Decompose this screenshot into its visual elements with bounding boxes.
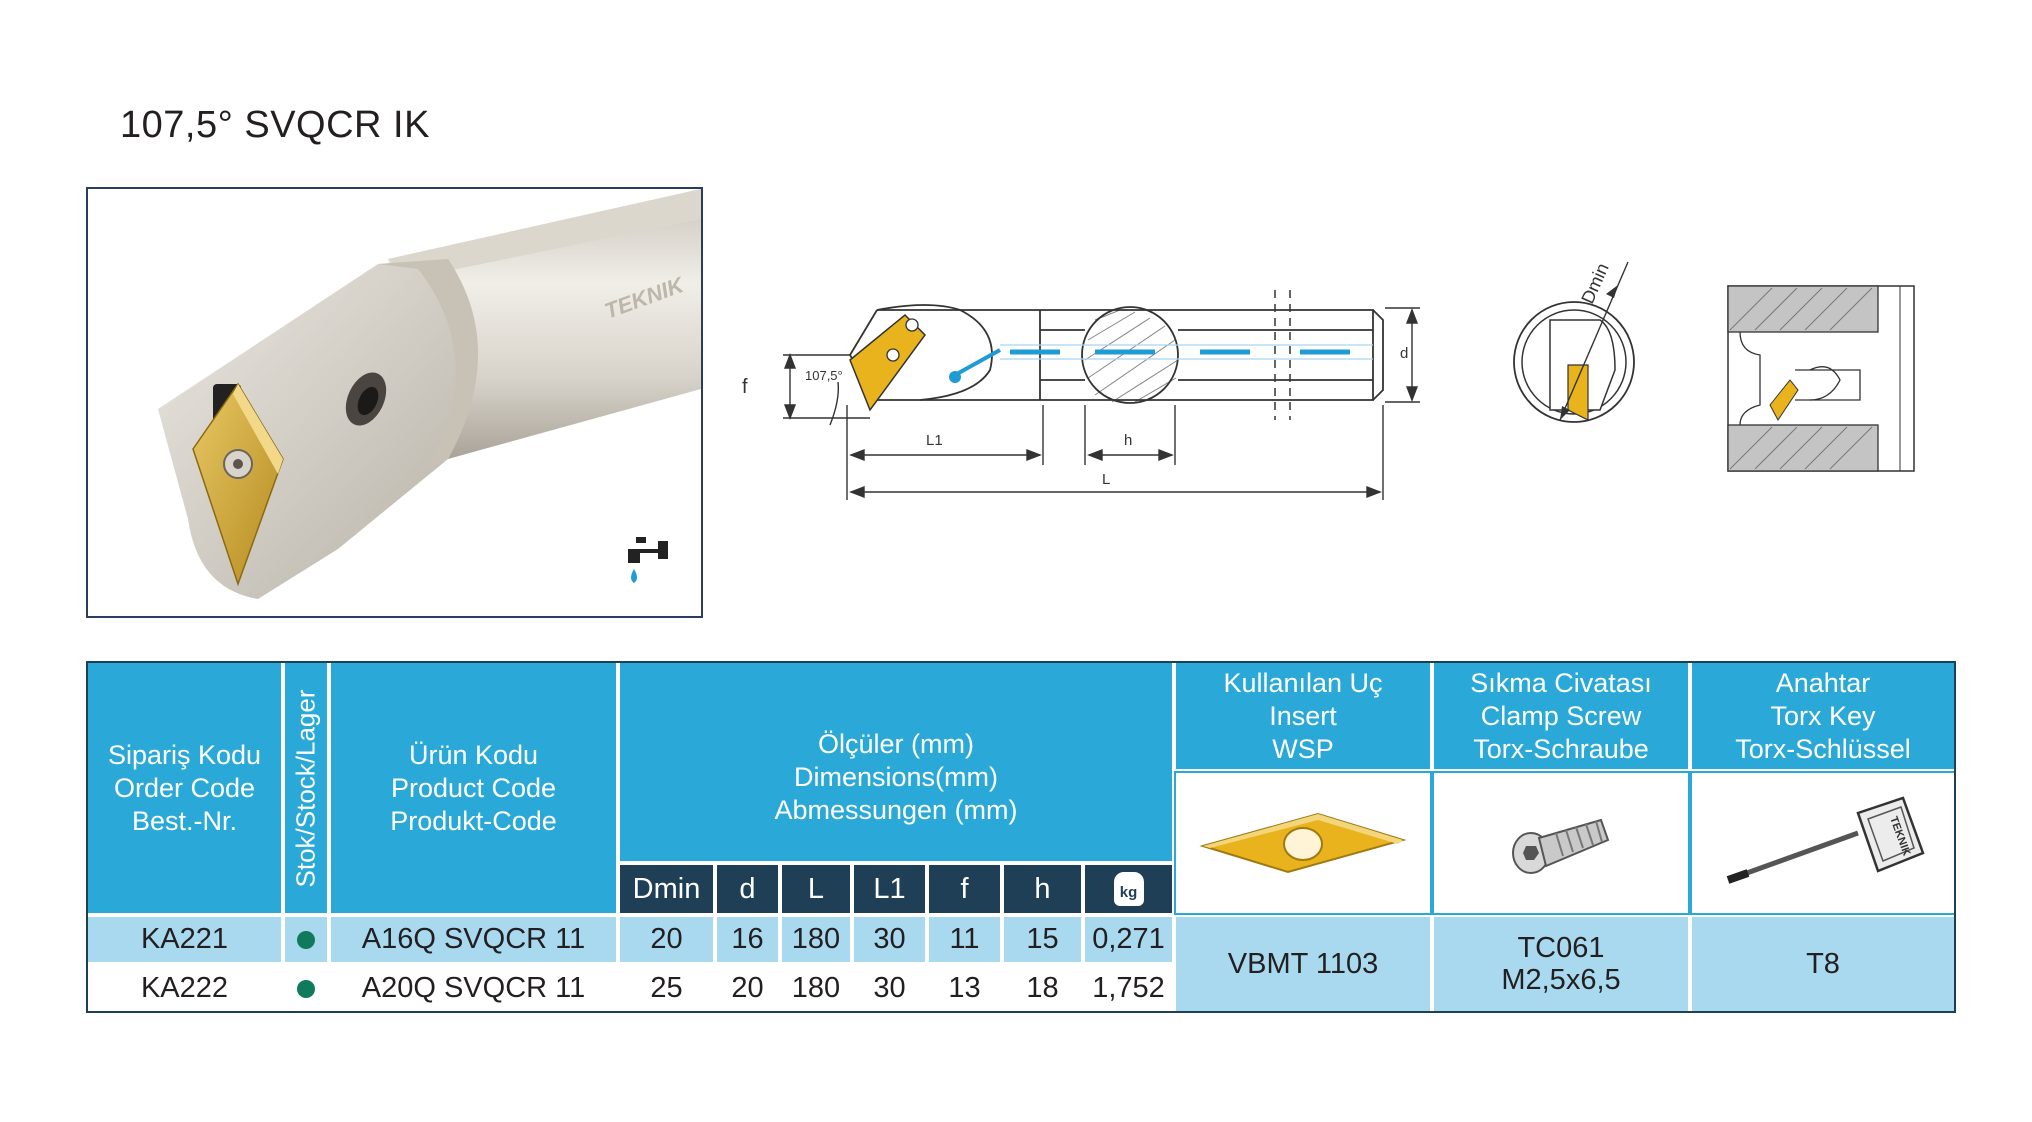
row1-L1: 30 [852, 915, 927, 964]
header-insert-tr: Kullanılan Uç [1223, 667, 1383, 698]
header-product-code-en: Product Code [390, 772, 557, 803]
row2-L: 180 [780, 964, 852, 1013]
header-dimensions-tr: Ölçüler (mm) [818, 728, 974, 759]
subheader-h: h [1002, 863, 1083, 915]
dim-label-d: d [1400, 345, 1408, 362]
coolant-icon [628, 537, 668, 583]
row1-f: 11 [927, 915, 1002, 964]
row1-L: 180 [780, 915, 852, 964]
row2-L1: 30 [852, 964, 927, 1013]
subheader-L: L [780, 863, 852, 915]
row1-order-code: KA221 [86, 915, 283, 964]
row1-dmin: 20 [618, 915, 715, 964]
row2-order-code: KA222 [86, 964, 283, 1013]
insert-value: VBMT 1103 [1174, 915, 1432, 1013]
header-order-code: Sipariş Kodu Order Code Best.-Nr. [86, 661, 283, 915]
header-product-code-de: Produkt-Code [390, 805, 557, 836]
torx-key-icon: TEKNIK [1726, 796, 1925, 884]
header-insert-en: Insert [1269, 700, 1337, 731]
row2-product-code: A20Q SVQCR 11 [329, 964, 618, 1013]
dim-label-h: h [1124, 432, 1132, 449]
subheader-dmin: Dmin [618, 863, 715, 915]
header-product-code: Ürün Kodu Product Code Produkt-Code [329, 661, 618, 915]
screw-size: M2,5x6,5 [1501, 964, 1621, 996]
stock-indicator-icon [297, 930, 315, 949]
header-stock: Stok/Stock/Lager [283, 661, 329, 915]
page-title: 107,5° SVQCR IK [120, 104, 430, 146]
header-insert: Kullanılan Uç Insert WSP [1174, 661, 1432, 771]
header-dimensions-de: Abmessungen (mm) [774, 794, 1018, 825]
header-screw-tr: Sıkma Civatası [1470, 667, 1652, 698]
row1-weight: 0,271 [1083, 915, 1174, 964]
spec-table: Sipariş Kodu Order Code Best.-Nr. Stok/S… [86, 661, 1956, 1013]
header-key-de: Torx-Schlüssel [1735, 733, 1911, 764]
key-image-cell: TEKNIK [1690, 771, 1956, 915]
row1-h: 15 [1002, 915, 1083, 964]
subheader-d: d [715, 863, 780, 915]
bore-section-diagram [1727, 285, 1915, 472]
dim-label-L: L [1102, 471, 1110, 488]
screw-image-cell [1432, 771, 1690, 915]
header-product-code-tr: Ürün Kodu [408, 739, 539, 770]
dim-label-angle: 107,5° [805, 368, 843, 383]
weight-icon: kg [1113, 872, 1144, 906]
header-key-tr: Anahtar [1775, 667, 1871, 698]
header-screw: Sıkma Civatası Clamp Screw Torx-Schraube [1432, 661, 1690, 771]
header-stock-label: Stok/Stock/Lager [290, 689, 321, 887]
row2-h: 18 [1002, 964, 1083, 1013]
header-screw-de: Torx-Schraube [1473, 733, 1649, 764]
dmin-diagram: Dmin [1513, 260, 1635, 423]
row2-d: 20 [715, 964, 780, 1013]
header-order-code-tr: Sipariş Kodu [107, 739, 262, 770]
dim-label-dmin: Dmin [1577, 260, 1612, 307]
header-dimensions-en: Dimensions(mm) [793, 761, 999, 792]
row2-f: 13 [927, 964, 1002, 1013]
header-dimensions: Ölçüler (mm) Dimensions(mm) Abmessungen … [618, 661, 1174, 863]
row1-stock [283, 915, 329, 964]
insert-icon [1199, 812, 1407, 874]
header-screw-en: Clamp Screw [1480, 700, 1642, 731]
screw-value: TC061 M2,5x6,5 [1432, 915, 1690, 1013]
row2-stock [283, 964, 329, 1013]
screw-code: TC061 [1517, 932, 1605, 964]
header-order-code-en: Order Code [113, 772, 256, 803]
dim-label-L1: L1 [926, 432, 943, 449]
header-key-en: Torx Key [1770, 700, 1876, 731]
product-photo: TEKNIK [86, 187, 703, 618]
subheader-weight: kg [1083, 863, 1174, 915]
dim-label-f: f [742, 376, 748, 398]
screw-icon [1512, 818, 1610, 874]
insert-image-cell [1174, 771, 1432, 915]
key-value: T8 [1690, 915, 1956, 1013]
header-key: Anahtar Torx Key Torx-Schlüssel [1690, 661, 1956, 771]
header-insert-de: WSP [1272, 733, 1334, 764]
subheader-f: f [927, 863, 1002, 915]
row2-weight: 1,752 [1083, 964, 1174, 1013]
subheader-L1: L1 [852, 863, 927, 915]
row1-d: 16 [715, 915, 780, 964]
header-order-code-de: Best.-Nr. [131, 805, 238, 836]
row1-product-code: A16Q SVQCR 11 [329, 915, 618, 964]
row2-dmin: 25 [618, 964, 715, 1013]
stock-indicator-icon [297, 979, 315, 998]
